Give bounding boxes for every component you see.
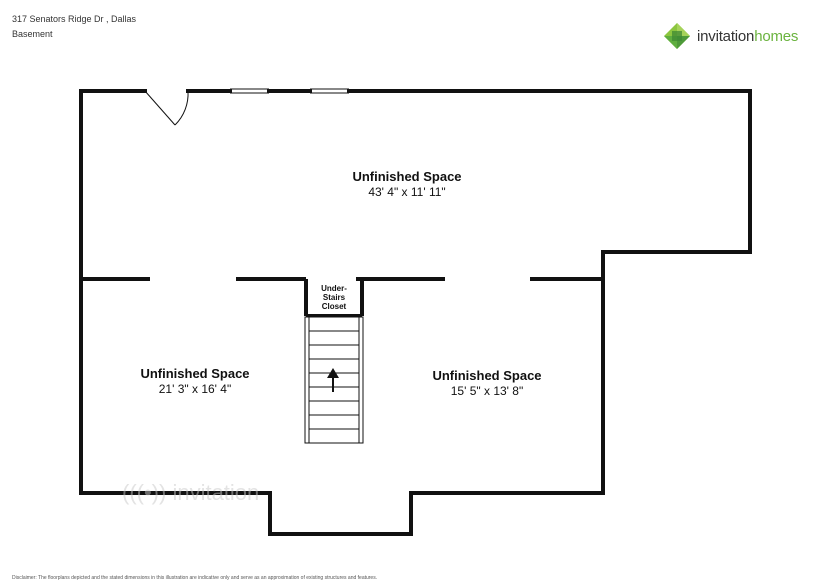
room-left-dims: 21' 3" x 16' 4" — [159, 382, 231, 396]
closet-label-line3: Closet — [322, 302, 347, 311]
closet-walls — [304, 279, 364, 318]
brand-word-homes: homes — [754, 27, 799, 45]
room-right-name: Unfinished Space — [432, 368, 541, 383]
room-left-name: Unfinished Space — [140, 366, 249, 381]
brand-word-invitation: invitation — [697, 27, 755, 45]
closet-label-line2: Stairs — [323, 293, 346, 302]
floor-label: Basement — [12, 29, 53, 39]
brand-name: invitationhomes — [697, 28, 798, 45]
address-text: 317 Senators Ridge Dr , Dallas — [12, 14, 137, 24]
address-block: 317 Senators Ridge Dr , Dallas Basement — [12, 12, 136, 42]
room-right-dims: 15' 5" x 13' 8" — [451, 384, 523, 398]
window-1 — [230, 88, 269, 94]
invitation-homes-logo: invitationhomes — [663, 22, 798, 50]
disclaimer-text: Disclaimer: The floorplans depicted and … — [12, 575, 378, 581]
outer-walls — [79, 89, 752, 536]
window-2 — [310, 88, 349, 94]
closet-label-line1: Under- — [321, 284, 347, 293]
watermark: (((•)) invitation — [122, 480, 259, 505]
cube-logo-icon — [664, 23, 690, 49]
room-top-name: Unfinished Space — [352, 169, 461, 184]
door-swing — [144, 90, 189, 126]
stairs-up-arrow-icon — [327, 368, 339, 392]
room-top-dims: 43' 4" x 11' 11" — [368, 185, 445, 199]
